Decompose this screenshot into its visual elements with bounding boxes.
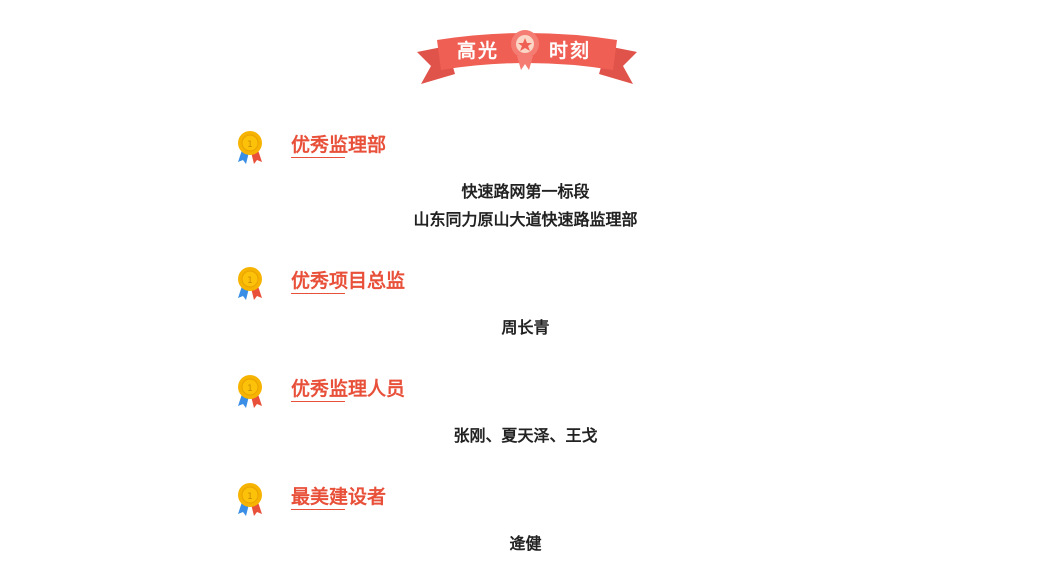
ribbon-icon [417,30,637,84]
banner-text-left: 高光 [457,40,500,62]
title-underline [291,401,345,402]
award-title: 优秀监理人员 [291,378,406,400]
medal-icon: 1 [236,482,264,518]
medal-icon: 1 [236,266,264,302]
medal-icon: 1 [236,374,264,410]
award-title: 最美建设者 [291,486,387,508]
svg-text:1: 1 [247,384,253,394]
highlight-banner: 高光 时刻 [417,26,637,88]
medal-icon: 1 [236,130,264,166]
svg-text:1: 1 [247,492,253,502]
title-underline [291,509,345,510]
title-underline [291,157,345,158]
award-recipient: 山东同力原山大道快速路监理部 [413,210,638,229]
award-title: 优秀项目总监 [291,270,406,292]
title-underline [291,293,345,294]
banner-text-right: 时刻 [549,40,592,62]
award-recipient: 周长青 [501,318,550,337]
award-title: 优秀监理部 [291,134,387,156]
svg-text:1: 1 [247,276,253,286]
svg-text:1: 1 [247,140,253,150]
award-recipient: 快速路网第一标段 [461,182,590,201]
award-recipient: 逄健 [509,534,542,553]
award-recipient: 张刚、夏天泽、王戈 [453,426,598,445]
